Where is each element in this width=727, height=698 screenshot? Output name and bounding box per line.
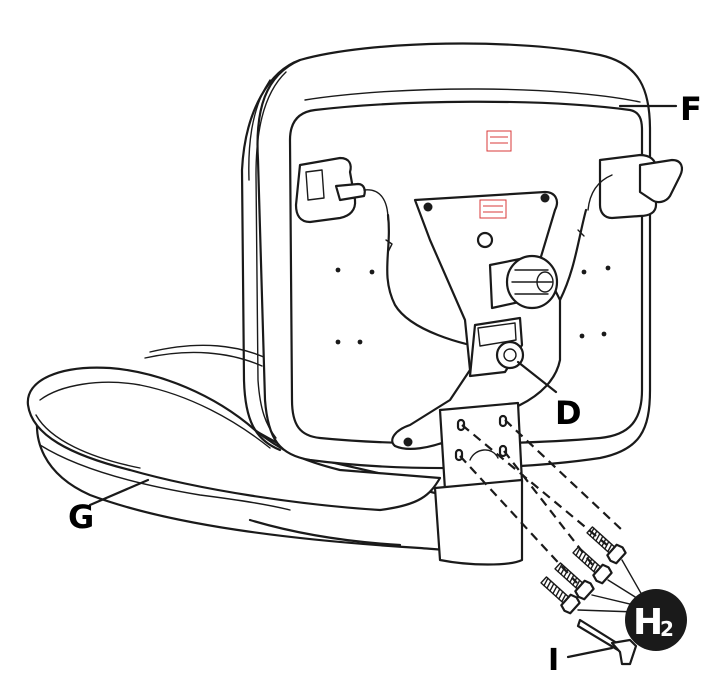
h2-badge-letter: H	[633, 602, 663, 643]
allen-key-icon	[576, 618, 638, 666]
leader-lines	[88, 104, 678, 659]
back-mounting-bracket	[433, 401, 524, 566]
tension-knob-icon	[488, 254, 559, 310]
right-lever-bracket	[587, 153, 683, 220]
cable-pulley	[495, 340, 525, 370]
label-i: I	[548, 643, 559, 678]
h2-badge-sub: 2	[660, 617, 674, 641]
screw-icon	[540, 526, 627, 615]
panel-holes	[335, 265, 611, 345]
warning-sticker	[486, 130, 512, 152]
seat-cushion	[26, 344, 522, 554]
label-f: F	[680, 90, 702, 128]
label-g: G	[68, 498, 94, 536]
plate-sticker	[479, 199, 507, 219]
h2-badge: H 2	[625, 589, 687, 651]
label-d: D	[555, 394, 582, 432]
